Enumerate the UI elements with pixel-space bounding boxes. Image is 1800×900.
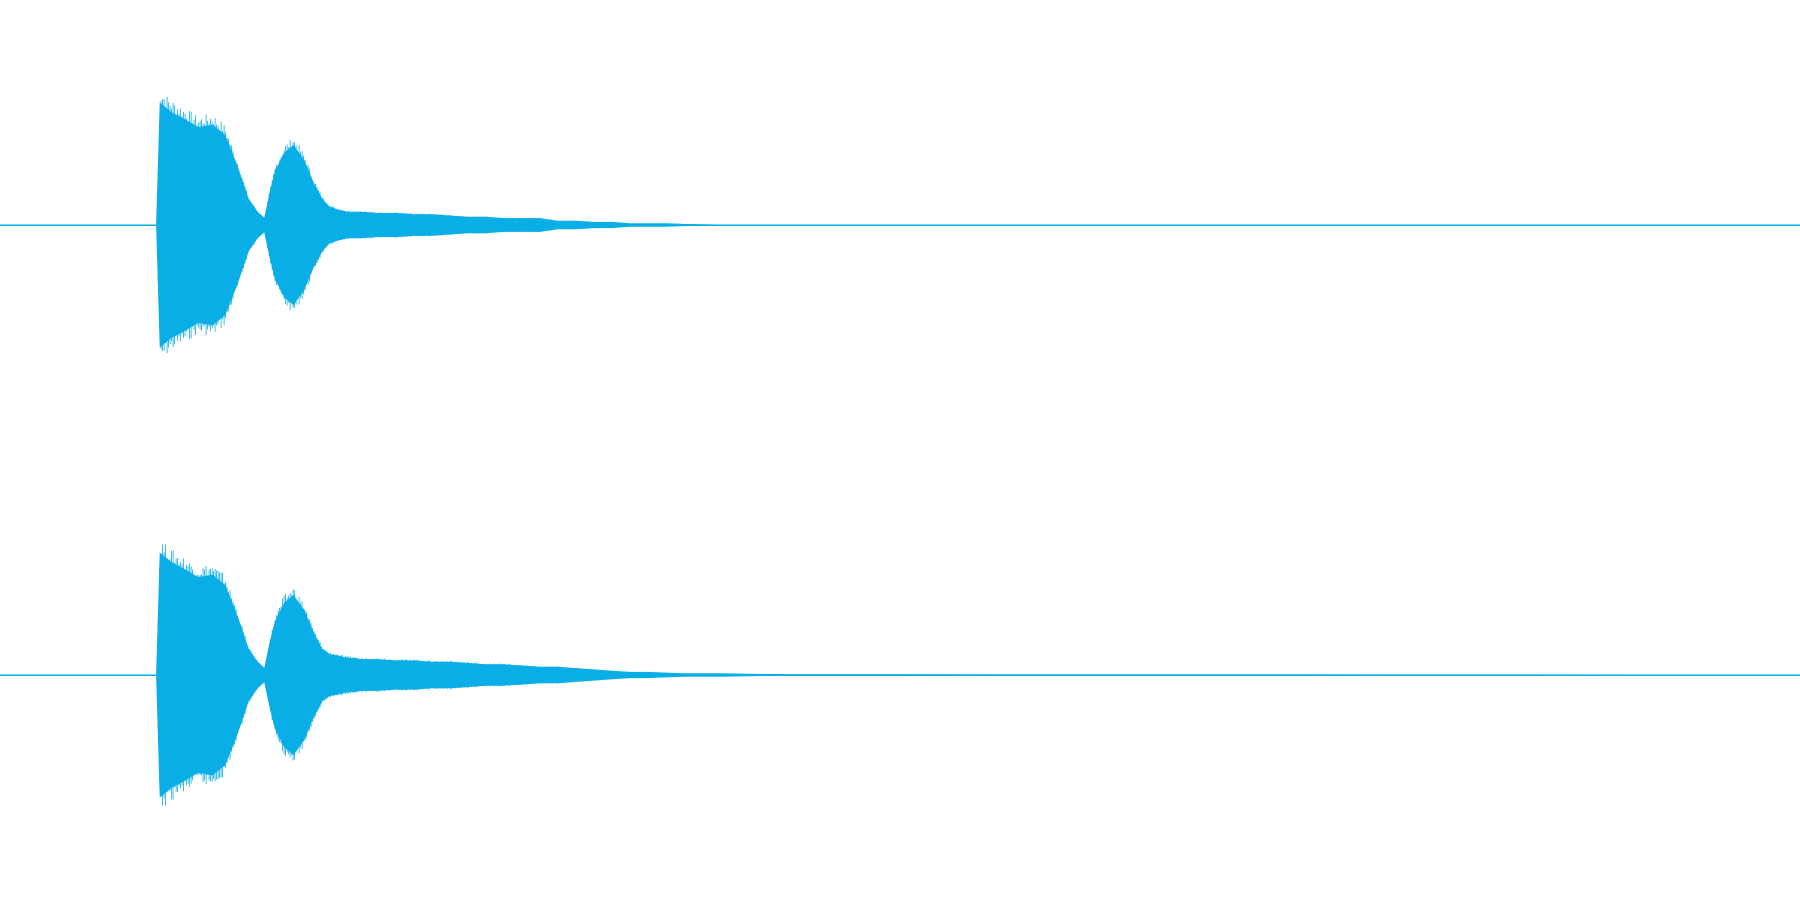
channel-2-sample-strokes: [157, 544, 792, 806]
channel-2-waveform: [0, 552, 1800, 798]
channel-1-group: [0, 96, 1800, 354]
channel-1-sample-strokes: [157, 96, 717, 354]
channel-1-waveform: [0, 102, 1800, 348]
channel-2-group: [0, 544, 1800, 806]
